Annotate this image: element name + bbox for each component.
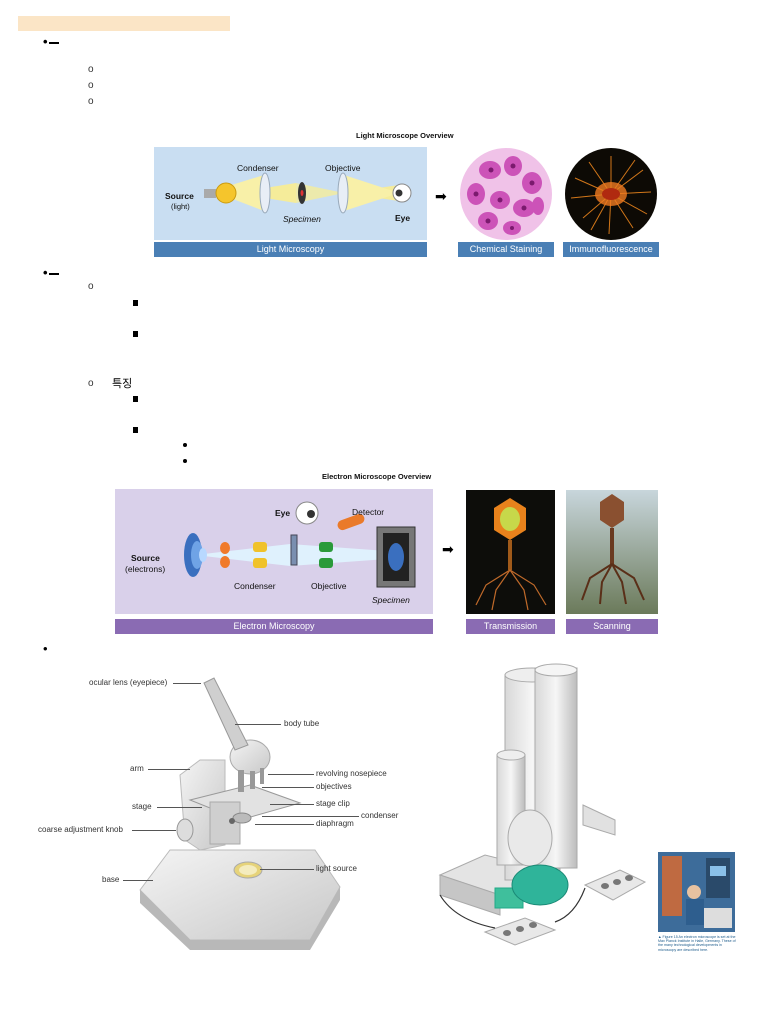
- immunofluorescence-image: [565, 148, 657, 240]
- coarse-knob-leader: [132, 830, 176, 831]
- condenser-label: condenser: [361, 811, 399, 820]
- ocular-leader: [173, 683, 201, 684]
- light-source-label: light source: [316, 864, 357, 873]
- chemical-staining-bar: Chemical Staining: [458, 242, 554, 257]
- stage-clip-label: stage clip: [316, 799, 350, 808]
- stage-leader: [157, 807, 202, 808]
- light-path-diagram: [154, 147, 427, 240]
- bulb-socket: [204, 189, 216, 198]
- light-condenser-label: Condenser: [237, 163, 279, 173]
- electron-source-sub: (electrons): [125, 564, 166, 574]
- objective-lens: [337, 172, 349, 214]
- sub-bullet-1c: o: [88, 96, 94, 107]
- light-specimen-label: Specimen: [283, 214, 321, 224]
- dot-bullet-1: [183, 443, 187, 447]
- base-label: base: [102, 875, 120, 884]
- electron-microscopy-bar: Electron Microscopy: [115, 619, 433, 634]
- arm-label: arm: [130, 764, 144, 773]
- objectives-label: objectives: [316, 782, 352, 791]
- light-source-label: Source: [165, 191, 194, 201]
- base-leader: [123, 880, 153, 881]
- electron-eye-icon: [295, 501, 319, 525]
- diaphragm-label: diaphragm: [316, 819, 354, 828]
- nosepiece-leader: [268, 774, 314, 775]
- light-source-sub: (light): [171, 202, 190, 211]
- light-eye-label: Eye: [395, 213, 411, 223]
- objectives-leader: [262, 787, 314, 788]
- square-bullet-2: [133, 331, 138, 337]
- arrow-right-icon: ➡: [435, 188, 447, 204]
- stage-label: stage: [132, 802, 152, 811]
- lab-photo: [658, 852, 735, 932]
- sub-bullet-2a: o: [88, 281, 94, 292]
- coarse-knob-label: coarse adjustment knob: [38, 825, 123, 834]
- body-tube-leader: [235, 724, 281, 725]
- square-bullet-3: [133, 396, 138, 402]
- transmission-bar: Transmission: [466, 619, 555, 634]
- diaphragm-leader: [255, 824, 314, 825]
- electron-condenser-label: Condenser: [234, 581, 276, 591]
- condenser-lens: [259, 172, 271, 214]
- immunofluorescence-bar: Immunofluorescence: [563, 242, 659, 257]
- main-bullet-2: •: [43, 266, 59, 279]
- transmission-image: [466, 490, 555, 614]
- sub-bullet-1b: o: [88, 80, 94, 91]
- body-tube-label: body tube: [284, 719, 320, 728]
- light-microscopy-bar: Light Microscopy: [154, 242, 427, 257]
- light-objective-label: Objective: [325, 163, 361, 173]
- main-bullet-1: •: [43, 35, 59, 48]
- electron-eye-label: Eye: [275, 508, 291, 518]
- electron-specimen-label: Specimen: [372, 595, 410, 605]
- light-source-leader: [260, 869, 314, 870]
- ocular-lens-label: ocular lens (eyepiece): [89, 678, 168, 687]
- light-microscope-illustration: [139, 677, 341, 950]
- electron-source-label: Source: [131, 553, 160, 563]
- stage-clip-leader: [270, 804, 314, 805]
- detector-icon: [337, 513, 365, 531]
- scanning-bar: Scanning: [566, 619, 658, 634]
- electron-objective-label: Objective: [311, 581, 347, 591]
- features-label: 특징: [112, 377, 133, 390]
- sub-bullet-1a: o: [88, 64, 94, 75]
- light-overview-title: Light Microscope Overview: [356, 131, 454, 140]
- electron-objective-coils: [319, 542, 333, 568]
- scanning-image: [566, 490, 658, 614]
- photo-caption: ▲ Figure 15 An electron microscope is se…: [658, 935, 736, 952]
- electron-microscope-illustration: [438, 663, 647, 946]
- electron-overview-title: Electron Microscope Overview: [322, 472, 432, 481]
- square-bullet-4: [133, 427, 138, 433]
- heading-highlight: [18, 16, 230, 31]
- square-bullet-1: [133, 300, 138, 306]
- bulb-icon: [215, 182, 237, 204]
- arrow-right-icon-2: ➡: [442, 541, 454, 557]
- stained-cells-image: [460, 148, 552, 240]
- detector-label: Detector: [352, 507, 385, 517]
- main-bullet-3: •: [43, 641, 48, 656]
- electron-condenser-coils: [220, 542, 267, 568]
- dot-bullet-2: [183, 459, 187, 463]
- electron-specimen-slide: [290, 534, 298, 566]
- electron-path-diagram: [115, 489, 433, 614]
- sub-bullet-2b: o: [88, 378, 94, 389]
- arm-leader: [148, 769, 190, 770]
- condenser-leader: [262, 816, 359, 817]
- nosepiece-label: revolving nosepiece: [316, 769, 387, 778]
